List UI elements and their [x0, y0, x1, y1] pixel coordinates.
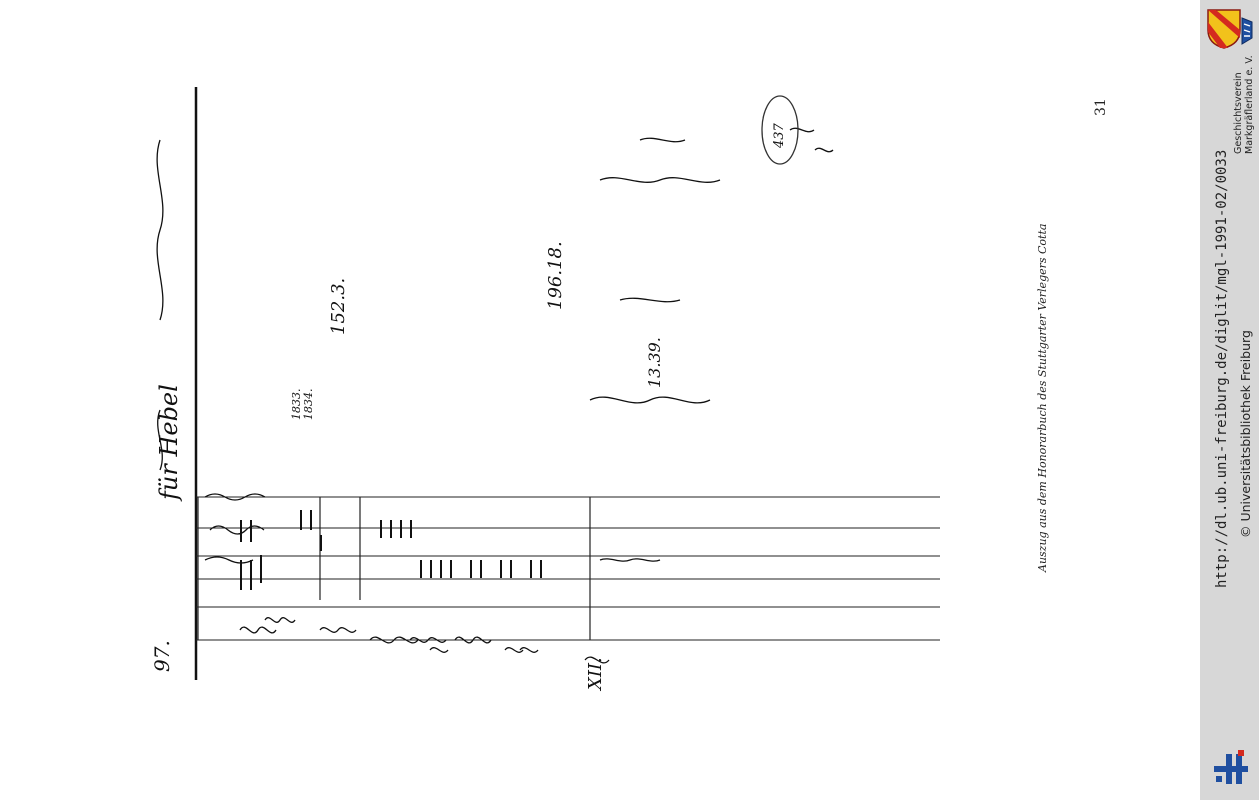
- ledger-sum-2: 196.18.: [545, 241, 566, 310]
- ledger-year-1834: 1834.: [302, 388, 315, 421]
- document-url-link[interactable]: http://dl.ub.uni-freiburg.de/diglit/mgl-…: [1214, 149, 1230, 588]
- page-caption: Auszug aus dem Honorarbuch des Stuttgart…: [1036, 223, 1049, 572]
- coat-of-arms-icon: [1207, 9, 1253, 49]
- ledger-figures: [240, 510, 542, 590]
- handwriting-strokes: [156, 95, 834, 664]
- ledger-row-rules: [196, 496, 940, 641]
- scanned-page: [0, 0, 1200, 800]
- ledger-heading: für Hebel: [155, 384, 183, 500]
- ub-freiburg-logo-icon: [1214, 750, 1248, 784]
- society-name-line2: Markgräflerland e. V.: [1244, 55, 1255, 154]
- folio-number: 97.: [150, 640, 174, 672]
- copyright-notice: © Universitätsbibliothek Freiburg: [1238, 330, 1253, 538]
- society-name-line1: Geschichtsverein: [1233, 72, 1244, 154]
- ledger-roman-xii: XII.: [585, 657, 606, 690]
- ledger-sum-3: 13.39.: [645, 337, 664, 388]
- library-sidebar: [1200, 0, 1259, 800]
- ledger-stamp: 437: [772, 123, 787, 148]
- page-number: 31: [1093, 98, 1109, 116]
- ledger-column-rules: [197, 497, 591, 640]
- ledger-scan: [156, 87, 940, 680]
- ledger-sum-1: 152.3.: [328, 277, 349, 335]
